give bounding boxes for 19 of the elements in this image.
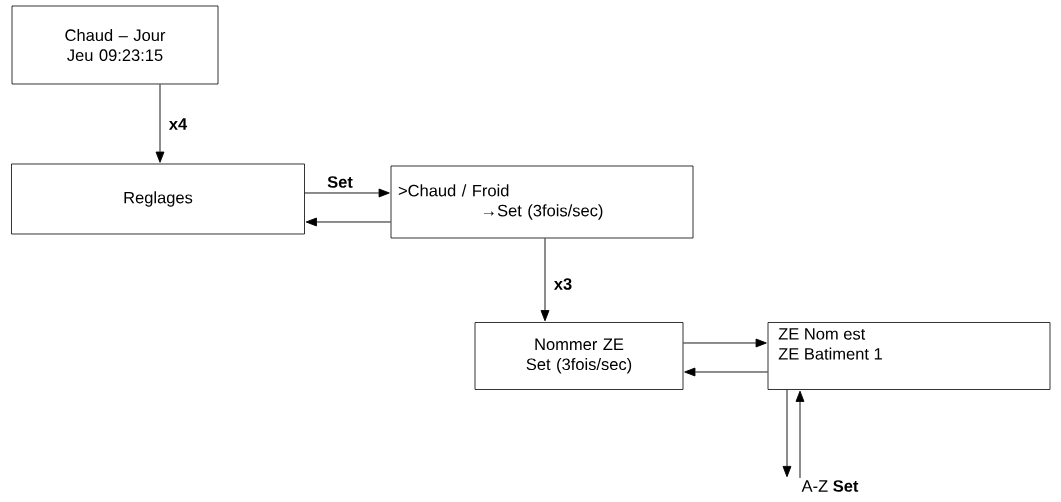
arrow xyxy=(305,217,392,227)
edge-label: Set xyxy=(326,175,354,189)
display-box: Reglages xyxy=(11,163,305,235)
arrow xyxy=(684,367,769,377)
arrow xyxy=(540,237,550,322)
arrow xyxy=(682,338,767,348)
arrow xyxy=(782,389,792,478)
display-box: >Chaud / Froid →Set (3fois/sec) xyxy=(390,165,694,239)
key-label: A-Z Set xyxy=(801,480,859,492)
arrow xyxy=(795,390,805,479)
display-box: Nommer ZE Set (3fois/sec) xyxy=(474,322,684,390)
edge-label: x3 xyxy=(552,277,574,291)
node-label: ZE Batiment 1 xyxy=(778,347,882,360)
arrow xyxy=(155,83,165,163)
node-label: ZE Nom est xyxy=(778,328,866,340)
arrow xyxy=(304,188,390,198)
display-box xyxy=(767,322,1051,390)
display-box: Chaud – Jour Jeu 09:23:15 xyxy=(11,5,219,85)
edge-label: x4 xyxy=(167,117,189,131)
